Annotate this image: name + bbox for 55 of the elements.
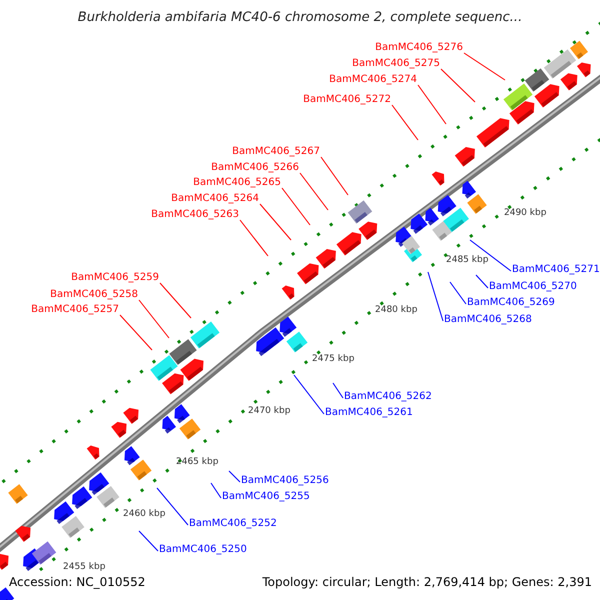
leader-line	[392, 104, 418, 140]
leader-line	[160, 282, 192, 318]
gene-label: BamMC406_5267	[232, 146, 320, 158]
gene-label: BamMC406_5264	[171, 193, 259, 205]
leader-line	[120, 314, 152, 350]
gene-label: BamMC406_5274	[329, 74, 417, 86]
gene-label: BamMC406_5269	[467, 297, 555, 309]
leader-line	[320, 156, 348, 196]
leader-line	[470, 240, 512, 272]
leader-line	[476, 274, 488, 288]
gene-label: BamMC406_5252	[189, 518, 277, 530]
gene-label: BamMC406_5257	[31, 304, 119, 316]
leader-line	[138, 300, 170, 338]
gene-label: BamMC406_5271	[512, 264, 600, 276]
footer-text: Topology: circular; Length: 2,769,414 bp; Genes: 2,391	[262, 575, 592, 589]
gene-label: BamMC406_5276	[375, 42, 463, 54]
leader-line	[418, 84, 446, 124]
gene-label: BamMC406_5262	[344, 391, 432, 403]
leader-line	[440, 68, 476, 102]
leader-line	[156, 488, 188, 526]
gene-label: BamMC406_5256	[241, 475, 329, 487]
leader-line	[294, 374, 324, 414]
leader-line	[450, 282, 466, 304]
leader-line	[332, 382, 344, 398]
leader-line	[228, 470, 240, 482]
leader-line	[282, 188, 310, 226]
leader-line	[240, 220, 268, 256]
scale-label: 2485 kbp	[446, 254, 488, 266]
gene-label: BamMC406_5270	[489, 281, 577, 293]
leader-line	[210, 482, 222, 498]
gene-label: BamMC406_5255	[222, 491, 310, 503]
scale-label: 2490 kbp	[504, 207, 546, 219]
footer-text: Accession: NC_010552	[9, 575, 146, 589]
scale-label: 2465 kbp	[176, 456, 218, 468]
leader-line	[428, 272, 444, 322]
leader-line	[300, 172, 328, 210]
gene-label: BamMC406_5261	[325, 407, 413, 419]
leader-line	[260, 204, 292, 240]
gene-label: BamMC406_5258	[50, 289, 138, 301]
scale-label: 2460 kbp	[123, 508, 166, 520]
gene-label: BamMC406_5266	[211, 162, 299, 174]
gene-label: BamMC406_5250	[159, 544, 247, 556]
gene-label: BamMC406_5263	[151, 209, 239, 221]
scale-label: 2470 kbp	[248, 405, 290, 417]
gene-label: BamMC406_5275	[352, 58, 440, 70]
title: Burkholderia ambifaria MC40-6 chromosome 2, complete sequenc...	[76, 10, 524, 26]
gene-label: BamMC406_5268	[444, 314, 532, 326]
gene-label: BamMC406_5259	[71, 272, 159, 284]
gene-label: BamMC406_5265	[193, 177, 281, 189]
scale-label: 2475 kbp	[312, 353, 354, 365]
gene-label: BamMC406_5272	[303, 94, 391, 106]
scale-label: 2455 kbp	[63, 561, 106, 573]
scale-label: 2480 kbp	[375, 304, 418, 316]
leader-line	[138, 530, 158, 552]
leader-line	[464, 52, 506, 80]
